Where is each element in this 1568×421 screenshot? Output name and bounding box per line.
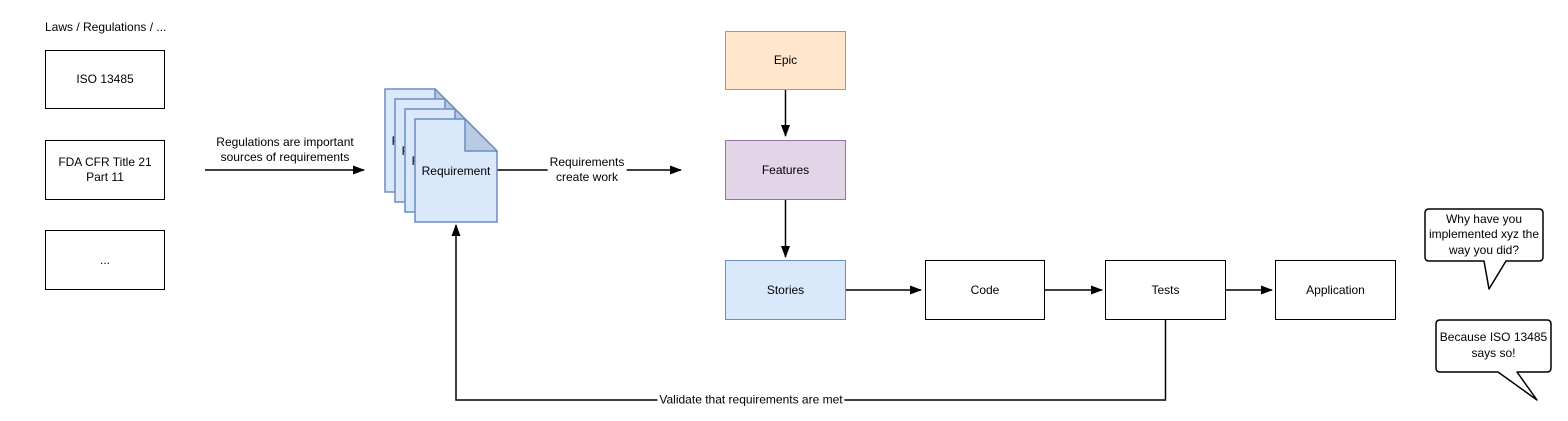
requirement-document-1: Requirement — [414, 118, 498, 223]
document-label: Requirement — [421, 163, 491, 178]
box-tests: Tests — [1105, 260, 1226, 320]
box-application: Application — [1275, 260, 1396, 320]
box-stories: Stories — [725, 260, 846, 320]
folded-corner — [464, 118, 498, 152]
speech-bubble-answer-shape — [1435, 319, 1552, 401]
box-fda-cfr-title-21: FDA CFR Title 21 Part 11 — [45, 140, 165, 200]
speech-bubble-question-text: Why have you implemented xyz the way you… — [1428, 211, 1540, 257]
speech-bubble-answer-text: Because ISO 13485 says so! — [1439, 330, 1548, 360]
box-epic: Epic — [725, 31, 846, 90]
speech-bubble-question-shape — [1424, 208, 1544, 290]
box-code: Code — [925, 260, 1045, 320]
box-other-regulations: ... — [45, 230, 165, 290]
label-requirements-create-work: Requirements create work — [547, 155, 627, 185]
section-label-laws-regulations: Laws / Regulations / ... — [45, 20, 167, 34]
label-regulations-are-important-sources: Regulations are important sources of req… — [216, 135, 354, 164]
box-iso-13485: ISO 13485 — [45, 50, 165, 109]
document-shape — [414, 118, 498, 223]
label-validate-requirements-met: Validate that requirements are met — [657, 392, 845, 408]
box-features: Features — [725, 140, 846, 200]
